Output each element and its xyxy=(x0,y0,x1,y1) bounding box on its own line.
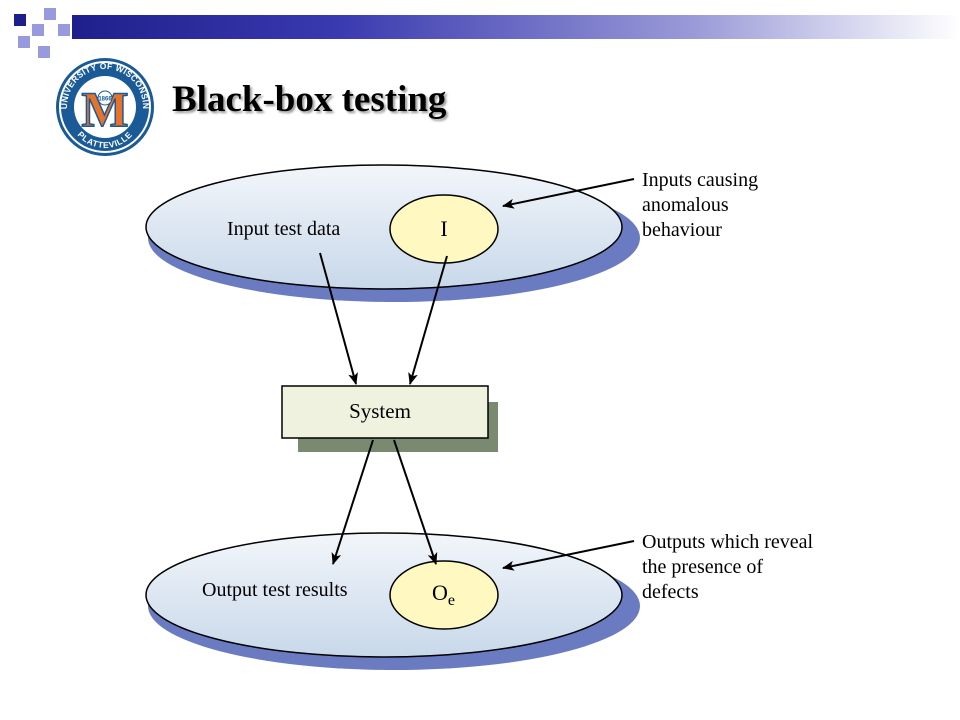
deco-square-3 xyxy=(32,24,44,36)
header-gradient-bar xyxy=(72,15,960,39)
input-set-ellipse xyxy=(145,164,623,290)
output-subset-letter: O xyxy=(432,580,448,605)
arrow-output-annotation xyxy=(502,540,635,571)
output-set-label: Output test results xyxy=(202,579,348,601)
deco-square-4 xyxy=(58,24,70,36)
output-subset-subscript: e xyxy=(448,592,455,609)
deco-square-5 xyxy=(18,36,30,48)
input-annotation-line-1: Inputs causing xyxy=(642,169,758,191)
output-annotation-line-3: defects xyxy=(642,581,699,603)
arrow-system-to-output-subset xyxy=(393,439,438,565)
input-set-label: Input test data xyxy=(227,218,340,240)
deco-square-2 xyxy=(44,8,56,20)
arrow-input-data-to-system xyxy=(319,252,358,385)
system-label: System xyxy=(349,399,411,423)
logo-year: 1866 xyxy=(98,97,112,103)
university-seal-logo: UNIVERSITY OF WISCONSIN PLATTEVILLE M 18… xyxy=(56,58,154,156)
input-subset-label: I xyxy=(440,216,447,241)
output-subset-ellipse xyxy=(389,560,499,630)
deco-square-1 xyxy=(14,14,26,26)
input-annotation-line-3: behaviour xyxy=(642,219,722,241)
output-annotation-line-1: Outputs which reveal xyxy=(642,531,814,553)
slide-title: Black-box testing xyxy=(172,79,447,120)
input-annotation-line-2: anomalous xyxy=(642,194,729,216)
output-annotation: Outputs which reveal the presence of def… xyxy=(642,531,818,603)
output-annotation-line-2: the presence of xyxy=(642,556,763,578)
input-annotation: Inputs causing anomalous behaviour xyxy=(642,169,763,241)
arrow-system-to-output-results xyxy=(331,439,374,565)
logo-letter: M xyxy=(81,81,128,137)
deco-square-6 xyxy=(38,46,50,58)
arrow-input-subset-to-system xyxy=(408,255,448,385)
arrow-input-annotation xyxy=(502,178,635,209)
output-subset-label: Oe xyxy=(432,580,455,609)
system-box xyxy=(281,385,489,439)
